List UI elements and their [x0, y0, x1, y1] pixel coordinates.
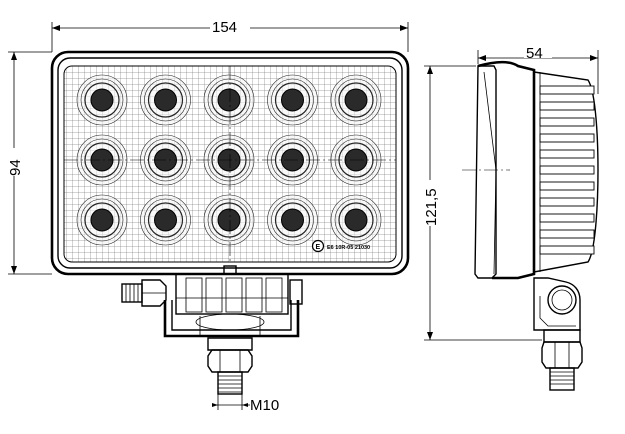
heatsink-fin [539, 133, 595, 143]
housing-marking: E6 10R-05 21030 [327, 245, 370, 251]
led-lens [76, 134, 128, 186]
heatsink-fin [539, 229, 595, 239]
heatsink-fin [539, 197, 595, 207]
housing-inner [57, 57, 403, 269]
heatsink-fin [539, 101, 595, 111]
led-lens [140, 194, 191, 246]
side-view: 54 121,5 [420, 44, 599, 391]
height-label: 94 [7, 159, 24, 176]
heatsink-fins [539, 85, 595, 255]
led-lens [203, 194, 255, 246]
depth-label: 54 [526, 45, 543, 62]
total-height-label: 121,5 [423, 188, 440, 226]
led-lens [140, 74, 191, 126]
e-mark-icon: E [311, 239, 325, 253]
led-lens [330, 194, 382, 246]
led-lens [330, 74, 382, 126]
svg-text:E: E [316, 244, 321, 251]
heatsink-fin [539, 117, 595, 127]
heatsink-fin [539, 165, 595, 175]
heatsink-fin [539, 245, 595, 255]
bottom-bolt [207, 337, 253, 395]
heatsink-fin [539, 213, 595, 223]
dimension-thread: M10 [212, 394, 279, 414]
led-array [76, 74, 382, 246]
led-lens [76, 194, 128, 246]
dimension-height: 94 [4, 51, 52, 275]
led-lens [267, 194, 318, 246]
thread-label: M10 [250, 397, 279, 414]
heatsink-fin [539, 149, 595, 159]
heatsink-fin [539, 85, 595, 95]
width-label: 154 [212, 19, 237, 36]
side-mount [533, 277, 583, 391]
led-lens [76, 74, 128, 126]
heatsink-fin [539, 181, 595, 191]
mount-bracket [121, 265, 303, 338]
led-lens [203, 74, 255, 126]
led-lens [267, 74, 318, 126]
dimension-depth: 54 [477, 44, 599, 94]
dimension-width: 154 [51, 18, 409, 52]
front-view: E E6 10R-05 21030 [4, 18, 410, 414]
side-housing-front [474, 65, 497, 279]
dimension-total-height: 121,5 [420, 65, 542, 341]
